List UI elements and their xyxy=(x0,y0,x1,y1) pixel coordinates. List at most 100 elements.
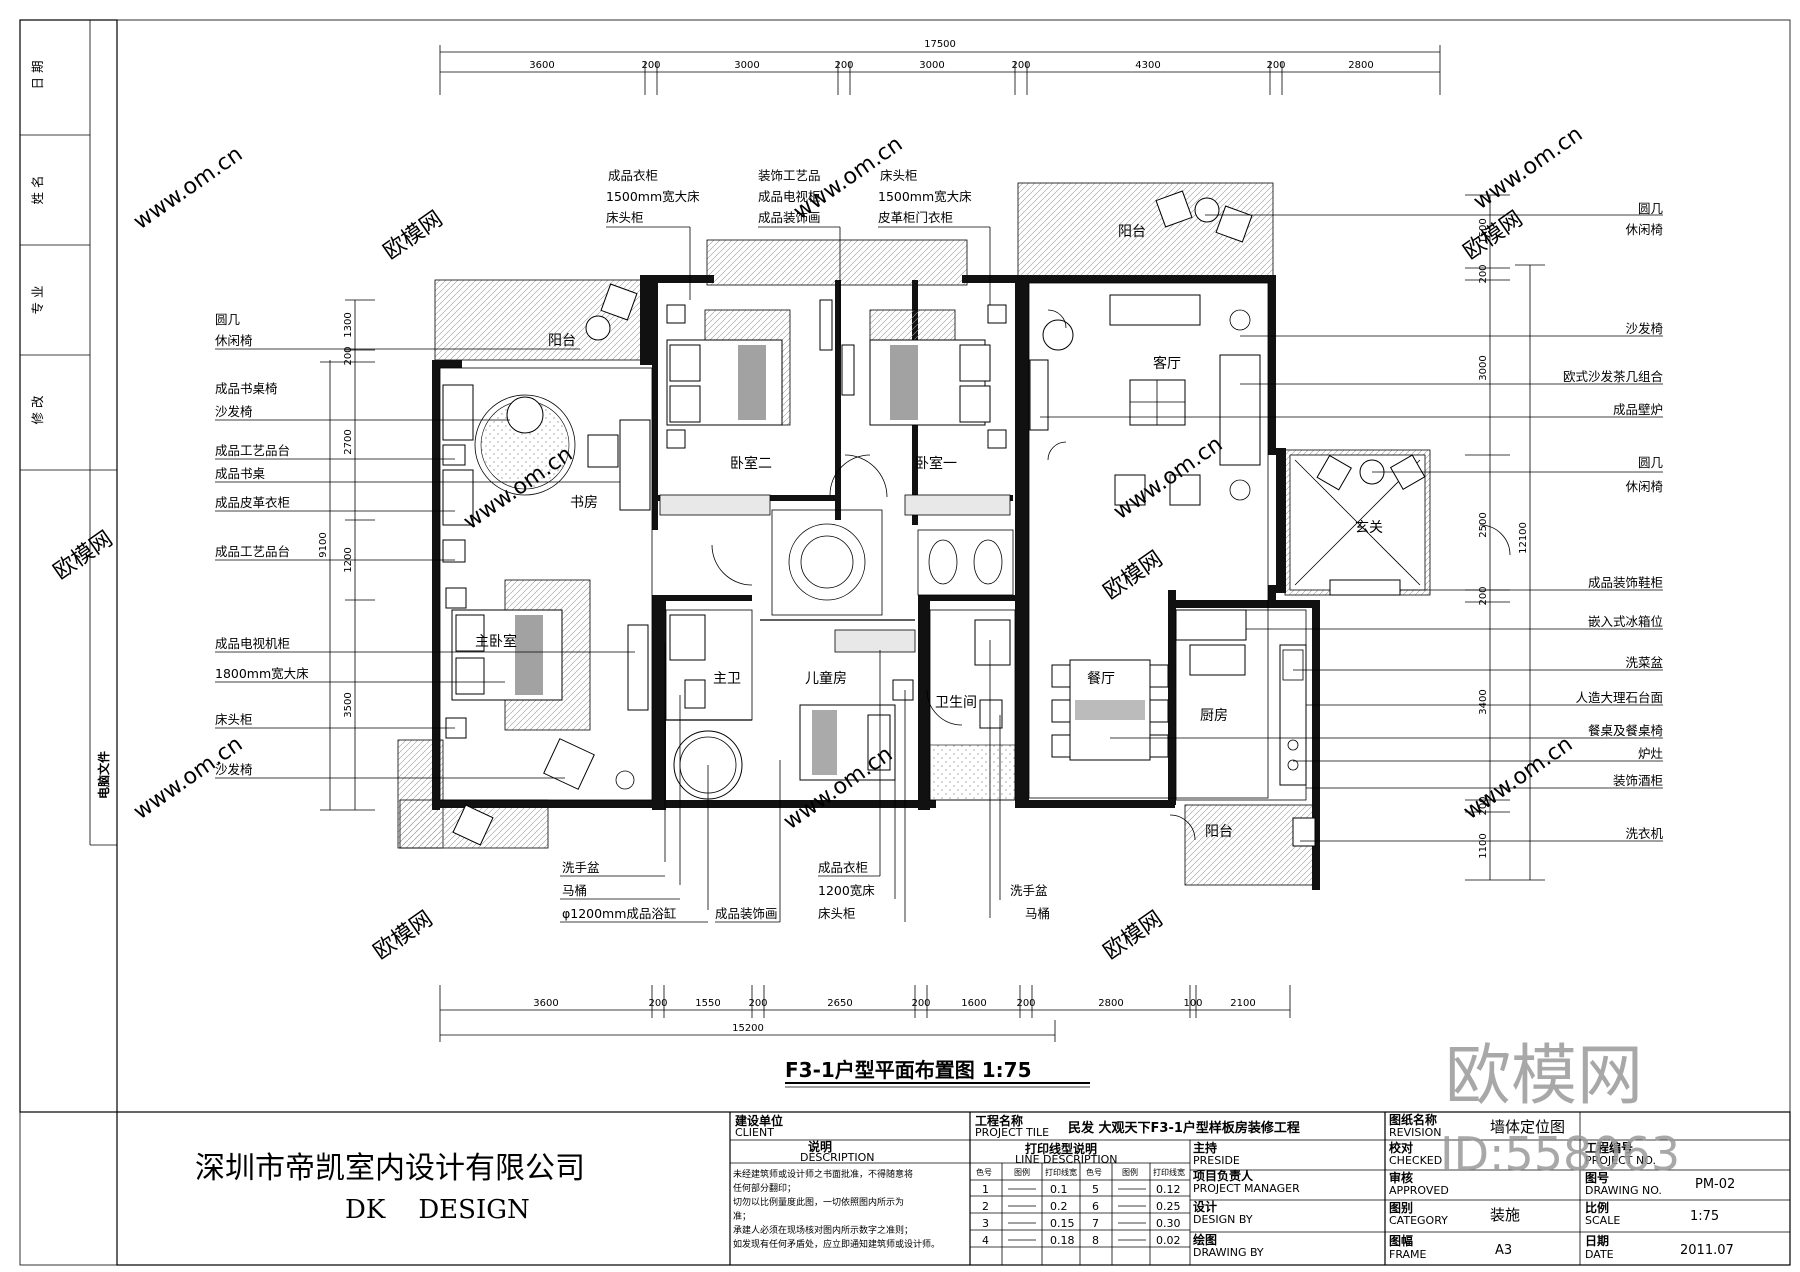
tb-role-cn: 绘图 xyxy=(1193,1232,1217,1247)
tb-category: 装施 xyxy=(1490,1206,1520,1224)
watermark-brand-small: 欧模网 xyxy=(369,907,437,965)
callout-top: 床头柜 xyxy=(880,168,918,183)
tb-role-en: PROJECT MANAGER xyxy=(1193,1182,1300,1195)
callout-left: 沙发椅 xyxy=(215,762,253,777)
master-tv-cabinet xyxy=(627,624,649,711)
tb-line-cell: 0.15 xyxy=(1050,1217,1075,1230)
tb-line-cell: 0.2 xyxy=(1050,1200,1068,1213)
right-dim: 3400 xyxy=(1478,689,1489,714)
tb-approved-cn: 审核 xyxy=(1389,1170,1413,1185)
tb-scale-en: SCALE xyxy=(1585,1214,1620,1227)
tb-role-en: DESIGN BY xyxy=(1193,1213,1253,1226)
callout-right: 成品壁炉 xyxy=(1613,402,1663,417)
callout-bottom: 马桶 xyxy=(562,883,587,898)
tb-line-cell: 0.02 xyxy=(1156,1234,1181,1247)
shoe-cabinet xyxy=(1329,579,1401,596)
bottom-dim-seg: 1550 xyxy=(695,998,720,1009)
watermark-id: ID:558063 xyxy=(1440,1127,1680,1181)
tb-desc-line: 未经建筑师或设计师之书面批准，不得随意将 xyxy=(733,1168,913,1180)
side-date: 日 期 xyxy=(30,61,45,90)
top-dim-seg: 200 xyxy=(834,60,853,71)
callout-bottom: φ1200mm成品浴缸 xyxy=(562,906,676,921)
master-armchair xyxy=(543,738,595,790)
tb-scale-cn: 比例 xyxy=(1585,1200,1609,1215)
tb-line-cell: 1 xyxy=(982,1183,989,1196)
callout-right: 圆几 xyxy=(1638,455,1664,470)
right-dim: 200 xyxy=(1478,796,1489,815)
callout-right: 欧式沙发茶几组合 xyxy=(1563,369,1664,384)
tb-drawno-cn: 图号 xyxy=(1585,1170,1609,1185)
callout-left: 成品工艺品台 xyxy=(215,443,290,458)
tb-date-en: DATE xyxy=(1585,1248,1614,1261)
right-dim: 3000 xyxy=(1478,355,1489,380)
tb-line-cell: 3 xyxy=(982,1217,989,1230)
callout-right: 炉灶 xyxy=(1638,746,1663,761)
tb-line-cell: 2 xyxy=(982,1200,989,1213)
right-dim: 200 xyxy=(1478,264,1489,283)
corridor-medallion xyxy=(771,509,883,616)
tb-line-cell: 0.1 xyxy=(1050,1183,1068,1196)
top-dim-seg: 3600 xyxy=(529,60,554,71)
tb-line-cell: 0.30 xyxy=(1156,1217,1181,1230)
callout-top: 装饰工艺品 xyxy=(758,168,821,183)
living-sofa xyxy=(1219,354,1261,466)
title-block: 深圳市帝凯室内设计有限公司 DK DESIGN 建设单位 CLIENT 说明 D… xyxy=(116,1111,1791,1266)
tb-role-en: PRESIDE xyxy=(1193,1154,1240,1167)
tb-project-en: PROJECT TILE xyxy=(975,1126,1049,1139)
master-basin xyxy=(669,614,706,661)
tb-line-en: LINE DESCRIPTION xyxy=(1015,1153,1118,1166)
tb-project-name: 民发 大观天下F3-1户型样板房装修工程 xyxy=(1068,1120,1300,1136)
watermark-brand-small: 欧模网 xyxy=(49,527,117,585)
callout-left: 沙发椅 xyxy=(215,404,253,419)
tb-frame: A3 xyxy=(1495,1243,1512,1258)
company-name: 深圳市帝凯室内设计有限公司 xyxy=(195,1151,585,1186)
room-master-bath: 主卫 xyxy=(713,671,741,687)
callout-left: 成品书桌椅 xyxy=(215,381,278,396)
tb-line-cell: 6 xyxy=(1092,1200,1099,1213)
study-cabinet xyxy=(442,384,474,441)
top-dim-seg: 200 xyxy=(641,60,660,71)
balcony-top-mid xyxy=(706,239,968,286)
revision-column: 日 期 姓 名 专 业 修 改 电脑文件 xyxy=(19,19,118,1113)
tb-category-cn: 图别 xyxy=(1389,1201,1413,1215)
top-dim-seg: 200 xyxy=(1266,60,1285,71)
tb-line-cell: 0.12 xyxy=(1156,1183,1181,1196)
floor-plan: 阳台 阳台 阳台 客厅 卧室一 卧室二 书房 玄关 主卧室 主卫 儿童房 卫生间… xyxy=(397,182,1511,890)
tb-sheet-name: 墙体定位图 xyxy=(1490,1118,1565,1136)
study-chair xyxy=(587,434,619,468)
callout-left: 成品工艺品台 xyxy=(215,544,290,559)
bottom-dim-seg: 200 xyxy=(1016,998,1035,1009)
tb-line-cell: 7 xyxy=(1092,1217,1099,1230)
left-dim: 1300 xyxy=(343,312,354,337)
tb-drawno-en: DRAWING NO. xyxy=(1585,1184,1662,1197)
drawing-title: F3-1户型平面布置图 1:75 xyxy=(785,1058,1090,1088)
side-revision: 修 改 xyxy=(30,395,45,424)
tb-frame-en: FRAME xyxy=(1389,1248,1427,1261)
callout-left: 1800mm宽大床 xyxy=(215,666,309,681)
bottom-dim-seg: 1600 xyxy=(961,998,986,1009)
bottom-dim-seg: 100 xyxy=(1183,998,1202,1009)
watermark-site: www.om.cn xyxy=(129,142,247,235)
callout-right: 洗衣机 xyxy=(1625,826,1663,841)
callout-left: 床头柜 xyxy=(215,712,253,727)
bottom-dim-seg: 2800 xyxy=(1098,998,1123,1009)
tb-projno-en: PROJECT NO. xyxy=(1585,1154,1656,1167)
tb-frame-cn: 图幅 xyxy=(1389,1233,1413,1248)
watermark-site: www.om.cn xyxy=(1469,122,1587,215)
fridge xyxy=(1175,609,1247,641)
top-dim-seg: 200 xyxy=(1011,60,1030,71)
callout-bottom: 洗手盆 xyxy=(562,860,600,875)
left-callouts: 圆几 休闲椅 成品书桌椅 沙发椅 成品工艺品台 成品书桌 成品皮革衣柜 成品工艺… xyxy=(215,312,635,779)
room-bed1: 卧室一 xyxy=(915,455,957,472)
room-study: 书房 xyxy=(570,495,598,511)
tb-line-cn: 打印线型说明 xyxy=(1025,1141,1097,1156)
room-bed2: 卧室二 xyxy=(730,455,772,472)
tb-approved-en: APPROVED xyxy=(1389,1184,1449,1197)
callout-top: 1500mm宽大床 xyxy=(606,189,700,204)
room-kitchen: 厨房 xyxy=(1200,708,1228,724)
callout-right: 餐桌及餐桌椅 xyxy=(1588,723,1663,738)
side-discipline: 专 业 xyxy=(30,286,45,315)
callout-left: 休闲椅 xyxy=(215,333,253,348)
living-tv-unit xyxy=(1109,294,1201,326)
room-master: 主卧室 xyxy=(475,633,517,650)
